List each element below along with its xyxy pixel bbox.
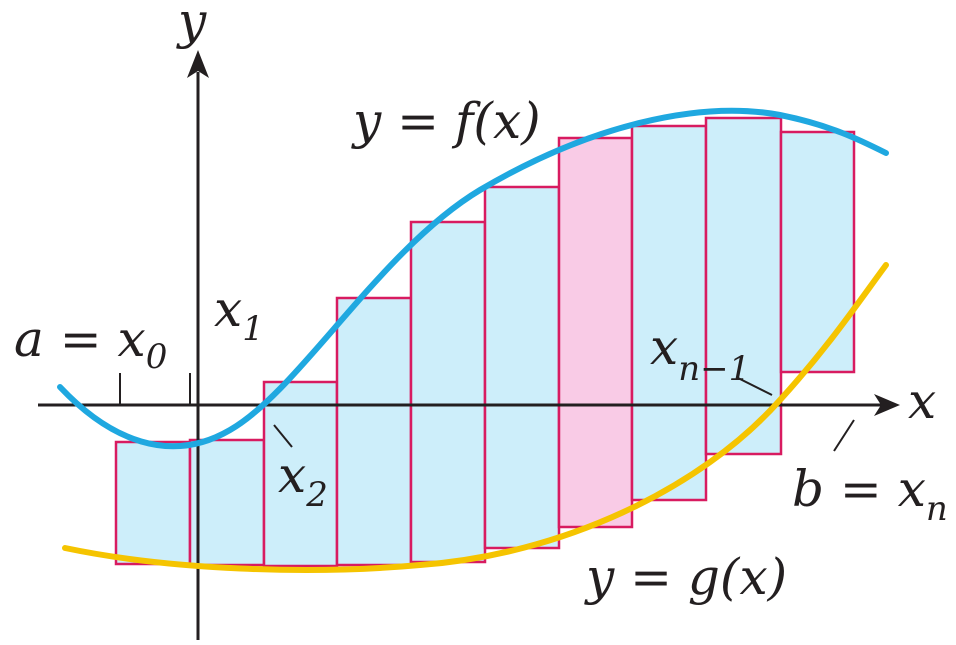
rectangle-1: [114, 440, 192, 566]
a-equals-x-text: a = x: [14, 310, 146, 368]
x2-text: x: [278, 446, 306, 504]
rectangle-2: [188, 438, 266, 567]
x2-subscript: 2: [305, 475, 328, 515]
x1-subscript: 1: [242, 309, 264, 349]
f-curve-label: y = f(x): [351, 92, 541, 150]
approximating-rectangles: [114, 116, 856, 568]
rectangle-6: [483, 185, 561, 550]
xn1-subscript: n−1: [678, 349, 750, 389]
rectangle-8: [630, 124, 708, 502]
x-axis-arrowhead: [874, 394, 900, 416]
b-equals-xn-label: b = xn: [792, 460, 948, 529]
a-equals-x0-label: a = x0: [14, 310, 167, 377]
x1-label: x1: [214, 280, 264, 349]
b-subscript: n: [926, 489, 948, 529]
axes: [38, 50, 900, 640]
xn-minus-1-label: xn−1: [650, 318, 750, 389]
rectangle-4: [335, 296, 413, 567]
rectangle-10: [779, 130, 856, 374]
x2-label: x2: [278, 446, 328, 515]
leader-xn1: [737, 377, 773, 396]
leader-x2: [273, 424, 293, 448]
rectangle-7-highlighted: [557, 136, 634, 529]
xn1-text: x: [650, 318, 678, 376]
leader-b: [833, 419, 855, 452]
y-axis-arrowhead: [187, 50, 209, 78]
g-curve-label: y = g(x): [584, 548, 787, 606]
b-equals-x-text: b = x: [792, 460, 926, 518]
x-axis-label: x: [908, 372, 936, 430]
rectangle-9: [704, 116, 783, 456]
tick-marks: [119, 373, 855, 452]
x1-text: x: [214, 280, 242, 338]
a-subscript: 0: [146, 337, 168, 377]
f-curve: [57, 107, 889, 450]
g-curve: [62, 262, 889, 573]
y-axis-label: y: [176, 0, 207, 50]
rectangle-3: [262, 380, 339, 568]
rectangle-5: [409, 220, 487, 564]
